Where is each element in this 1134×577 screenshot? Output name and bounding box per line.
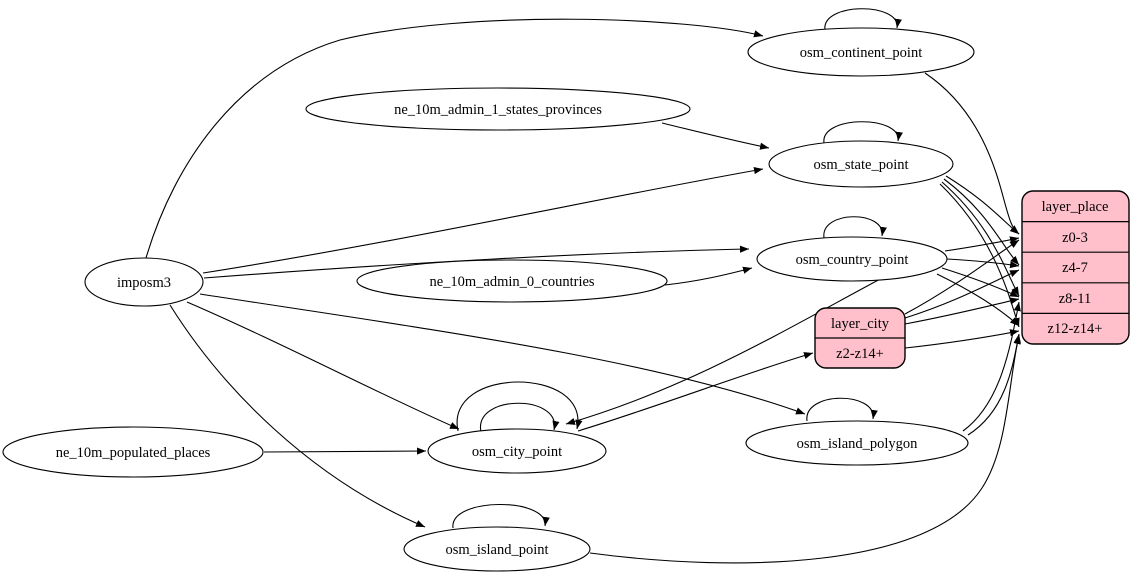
node-ne_10m_admin_1_states_provinces-label: ne_10m_admin_1_states_provinces xyxy=(394,102,602,118)
node-ne_10m_admin_0_countries: ne_10m_admin_0_countries xyxy=(356,259,668,303)
edge-imposm3-to-osm_island_polygon xyxy=(199,293,806,415)
node-osm_island_polygon-label: osm_island_polygon xyxy=(797,436,919,452)
selfloop-osm_island_point xyxy=(452,504,550,529)
edge-osm_city_point-to-layer_city xyxy=(577,352,814,432)
node-ne_10m_admin_0_countries-label: ne_10m_admin_0_countries xyxy=(429,274,594,290)
edge-ne_10m_populated_places-to-osm_city_point xyxy=(263,447,427,455)
edge-osm_state_point-to-layer_place-z0-3 xyxy=(945,175,1020,235)
edge-imposm3-to-osm_country_point xyxy=(203,245,750,279)
node-osm_country_point-label: osm_country_point xyxy=(796,252,909,268)
node-osm_continent_point-label: osm_continent_point xyxy=(800,45,922,61)
node-osm_continent_point: osm_continent_point xyxy=(747,27,975,77)
node-layer_place-row-z12-z14: z12-z14+ xyxy=(1048,321,1103,337)
node-layer_city-title: layer_city xyxy=(831,316,890,332)
node-layer_place: layer_place z0-3 z4-7 z8-11 z12-z14+ xyxy=(1021,190,1130,345)
node-osm_island_polygon: osm_island_polygon xyxy=(745,420,969,466)
node-imposm3-label: imposm3 xyxy=(117,275,171,291)
edge-layer_city-to-layer_place-z12-z14 xyxy=(904,329,1020,349)
node-ne_10m_admin_1_states_provinces: ne_10m_admin_1_states_provinces xyxy=(305,87,691,131)
node-ne_10m_populated_places: ne_10m_populated_places xyxy=(2,426,264,478)
edge-layer_city-to-layer_place-z0-3 xyxy=(904,239,1020,315)
node-osm_island_point: osm_island_point xyxy=(403,526,591,572)
edges xyxy=(145,8,1021,564)
node-imposm3: imposm3 xyxy=(84,257,204,307)
node-osm_island_point-label: osm_island_point xyxy=(445,542,548,558)
selfloop-osm_state_point xyxy=(823,121,903,144)
edge-layer_city-to-layer_place-z4-7 xyxy=(904,269,1020,319)
edge-imposm3-to-osm_state_point xyxy=(202,167,764,274)
node-layer_city: layer_city z2-z14+ xyxy=(814,307,906,369)
edge-imposm3-to-osm_city_point xyxy=(186,301,460,430)
edge-osm_island_point-to-layer_place-z12-z14 xyxy=(589,334,1021,564)
node-osm_city_point: osm_city_point xyxy=(427,428,607,474)
edge-ne_10m_admin_0_countries-to-osm_country_point xyxy=(664,266,753,286)
edge-ne_10m_admin_1_states_provinces-to-osm_state_point xyxy=(661,122,770,150)
selfloop-osm_city_point-inner xyxy=(480,402,560,433)
edge-osm_state_point-to-layer_place-z8-11 xyxy=(941,181,1020,297)
edge-osm_island_polygon-to-layer_place-z8-11 xyxy=(962,301,1021,432)
selfloop-osm_island_polygon xyxy=(806,397,878,422)
selfloop-osm_country_point xyxy=(823,216,887,239)
edge-imposm3-to-osm_continent_point xyxy=(145,18,764,259)
selfloop-osm_city_point-outer xyxy=(456,381,583,432)
node-layer_place-row-z0-3: z0-3 xyxy=(1062,230,1088,246)
edge-osm_state_point-to-layer_place-z4-7 xyxy=(943,178,1020,266)
edge-imposm3-to-osm_island_point xyxy=(169,304,426,528)
node-layer_city-row-z2-z14: z2-z14+ xyxy=(836,346,884,362)
edge-osm_state_point-to-layer_place-z12-z14 xyxy=(939,183,1020,328)
node-osm_country_point: osm_country_point xyxy=(756,236,948,282)
node-osm_city_point-label: osm_city_point xyxy=(472,444,562,460)
edge-osm_country_point-to-layer_place-z4-7 xyxy=(946,258,1020,269)
selfloop-osm_continent_point xyxy=(824,8,902,31)
node-ne_10m_populated_places-label: ne_10m_populated_places xyxy=(56,445,211,461)
edge-osm_country_point-to-layer_place-z12-z14 xyxy=(936,273,1020,327)
edge-layer_city-to-layer_place-z8-11 xyxy=(904,297,1020,325)
node-layer_place-row-z4-7: z4-7 xyxy=(1062,260,1088,276)
edge-osm_country_point-to-osm_city_point xyxy=(565,276,885,425)
node-layer_place-row-z8-11: z8-11 xyxy=(1059,291,1091,307)
node-osm_state_point-label: osm_state_point xyxy=(813,157,908,173)
node-layer_place-title: layer_place xyxy=(1042,199,1109,215)
edge-osm_country_point-to-layer_place-z0-3 xyxy=(944,236,1020,252)
node-osm_state_point: osm_state_point xyxy=(768,140,954,188)
